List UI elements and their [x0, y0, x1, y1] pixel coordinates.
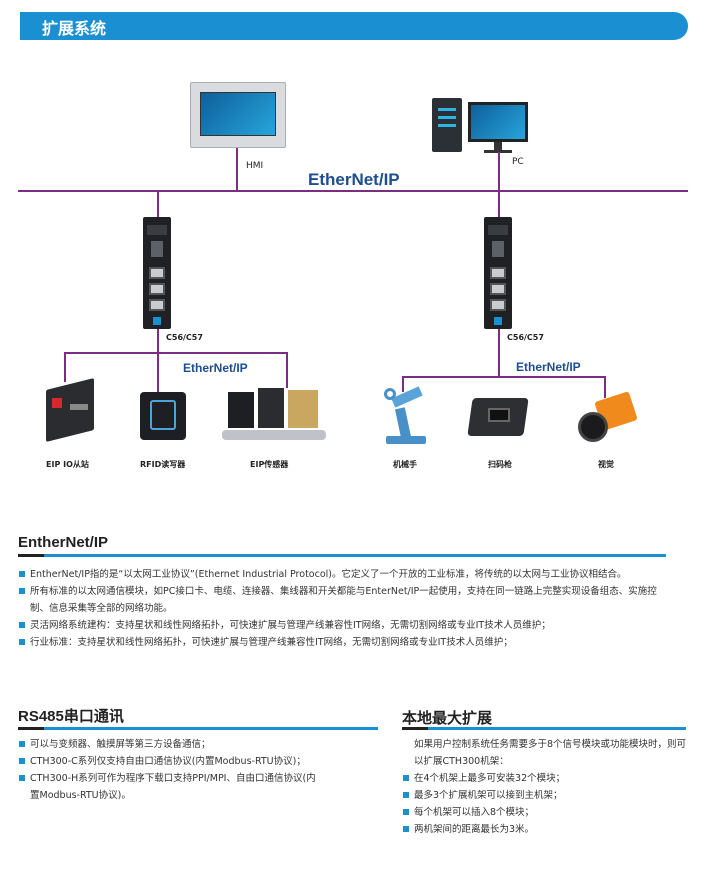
main-bus-line: [18, 190, 688, 192]
pc-label: PC: [512, 157, 524, 167]
right-controller-down: [498, 329, 500, 377]
rs485-section-underline: [18, 727, 378, 730]
rs485-list: 可以与变频器、触摸屏等第三方设备通信； CTH300-C系列仅支持自由口通信协议…: [18, 736, 318, 804]
left-branch-3: [286, 352, 288, 388]
page-title: 扩展系统: [42, 19, 107, 38]
rfid-device: [140, 392, 186, 440]
right-controller-label: C56/C57: [507, 333, 544, 342]
list-item: 所有标准的以太网通信模块，如PC接口卡、电缆、连接器、集线器和开关都能与Ente…: [18, 583, 668, 617]
device-label-eip-sensor: EIP传感器: [250, 460, 289, 469]
left-sub-bus: [64, 352, 288, 354]
ethernet-main-label: EtherNet/IP: [308, 170, 400, 189]
ethernet-sub-right-label: EtherNet/IP: [516, 360, 581, 374]
list-item: 灵活网络系统建构：支持星状和线性网络拓扑，可快速扩展与管理产线兼容性IT网络，无…: [18, 617, 668, 634]
local-expansion-list: 在4个机架上最多可安装32个模块； 最多3个扩展机架可以接到主机架； 每个机架可…: [402, 770, 686, 838]
right-branch-1: [402, 376, 404, 392]
scanner-device: [466, 394, 529, 444]
eip-io-device: [40, 378, 100, 442]
rs485-section-title: RS485串口通讯: [18, 708, 124, 725]
list-item: CTH300-H系列可作为程序下载口支持PPI/MPI、自由口通信协议(内置Mo…: [18, 770, 318, 804]
header-banner: [20, 12, 688, 40]
robot-arm-device: [378, 386, 434, 446]
ethernet-sub-left-label: EtherNet/IP: [183, 361, 248, 375]
ethernetip-list: EntherNet/IP指的是“以太网工业协议”(Ethernet Indust…: [18, 566, 668, 651]
right-branch-3: [604, 376, 606, 398]
list-item: CTH300-C系列仅支持自由口通信协议(内置Modbus-RTU协议)；: [18, 753, 318, 770]
hmi-drop-line: [236, 148, 238, 190]
pc-drop-line: [498, 152, 500, 190]
right-controller: [484, 217, 512, 329]
local-expansion-section-underline: [402, 727, 686, 730]
device-label-vision: 视觉: [598, 460, 614, 469]
left-controller-down: [157, 329, 159, 353]
device-label-robot-arm: 机械手: [393, 460, 417, 469]
ethernetip-section-underline: [18, 554, 666, 557]
local-expansion-section-title: 本地最大扩展: [402, 710, 493, 727]
left-branch-1: [64, 352, 66, 382]
left-controller-label: C56/C57: [166, 333, 203, 342]
device-label-rfid: RFID读写器: [140, 460, 186, 469]
vision-camera-device: [574, 391, 638, 446]
right-sub-bus: [402, 376, 606, 378]
left-branch-2: [157, 352, 159, 392]
list-item: 行业标准：支持星状和线性网络拓扑，可快速扩展与管理产线兼容性IT网络，无需切割网…: [18, 634, 668, 651]
list-item: 每个机架可以插入8个模块；: [402, 804, 686, 821]
ethernetip-section-title: EntherNet/IP: [18, 534, 109, 551]
left-controller: [143, 217, 171, 329]
local-expansion-intro: 如果用户控制系统任务需要多于8个信号模块或功能模块时，则可以扩展CTH300机架…: [414, 739, 687, 767]
eip-sensor-device: [222, 386, 328, 444]
device-label-scanner: 扫码枪: [488, 460, 512, 469]
list-item: 在4个机架上最多可安装32个模块；: [402, 770, 686, 787]
list-item: 最多3个扩展机架可以接到主机架；: [402, 787, 686, 804]
right-controller-drop: [498, 190, 500, 218]
device-label-eip-io: EIP IO从站: [46, 460, 89, 469]
list-item: EntherNet/IP指的是“以太网工业协议”(Ethernet Indust…: [18, 566, 668, 583]
list-item: 两机架间的距离最长为3米。: [402, 821, 686, 838]
pc-device: [432, 94, 530, 160]
list-item: 可以与变频器、触摸屏等第三方设备通信；: [18, 736, 318, 753]
hmi-label: HMI: [246, 161, 264, 171]
left-controller-drop: [157, 190, 159, 218]
hmi-device: [190, 82, 286, 148]
